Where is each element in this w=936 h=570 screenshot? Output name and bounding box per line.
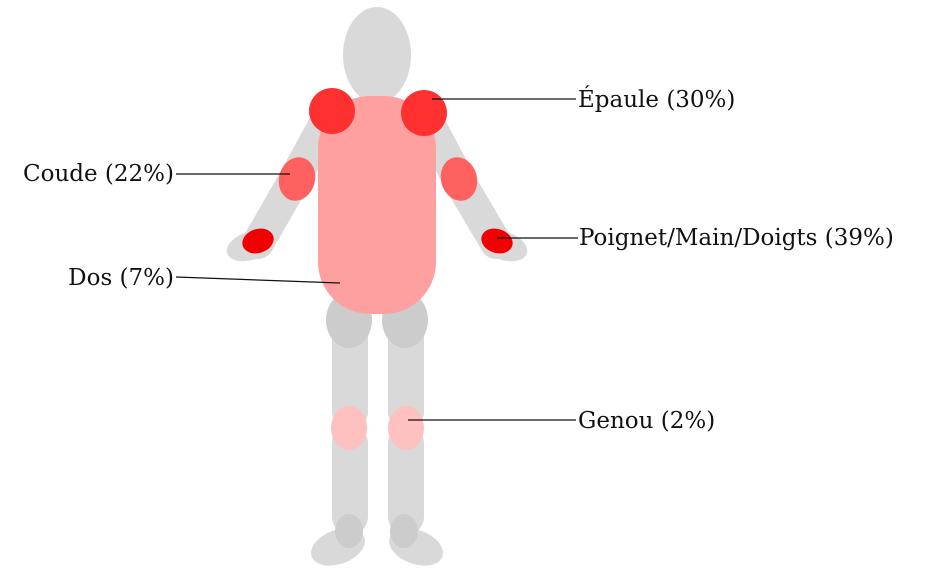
left-ankle — [335, 514, 363, 548]
pain-zones — [239, 88, 516, 450]
right-shoulder-zone — [401, 90, 447, 136]
back-label: Dos (7%) — [68, 265, 174, 291]
knee-label: Genou (2%) — [578, 408, 715, 434]
wrist-label: Poignet/Main/Doigts (39%) — [579, 225, 894, 251]
right-knee-zone — [388, 406, 424, 450]
shoulder-label: Épaule (30%) — [578, 86, 735, 113]
elbow-label: Coude (22%) — [23, 161, 174, 187]
left-shoulder-zone — [309, 88, 355, 134]
labels: Épaule (30%) Coude (22%) Poignet/Main/Do… — [23, 86, 894, 434]
back-leader — [176, 277, 340, 283]
left-knee-zone — [331, 406, 367, 450]
right-ankle — [390, 514, 418, 548]
